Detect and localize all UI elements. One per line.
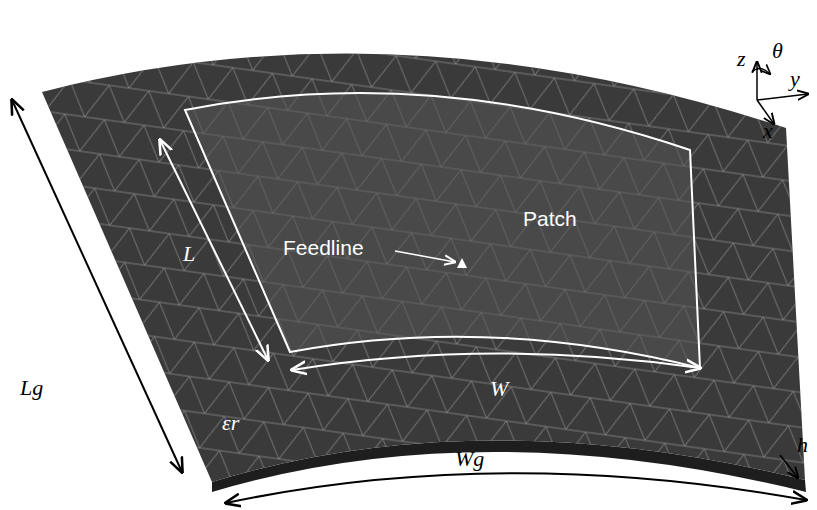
rotation-arrow (752, 68, 770, 74)
feed-point (457, 258, 467, 268)
leader-line (395, 251, 455, 262)
axis-arrow (756, 62, 758, 100)
dimension-label: Lg (20, 377, 43, 399)
feedline-label: Feedline (283, 236, 364, 260)
patch-outline (185, 93, 700, 368)
dimension-label: L (183, 243, 195, 265)
dimension-label: εr (222, 412, 239, 434)
dimension-arrow (160, 140, 268, 360)
dimension-label: z (737, 48, 746, 70)
dimension-arrow (292, 353, 700, 370)
dimension-label: x (763, 120, 773, 142)
dimension-label: Wg (455, 448, 484, 470)
dimension-label: θ (772, 40, 783, 62)
dimension-label: y (790, 68, 800, 90)
patch-label: Patch (523, 207, 577, 231)
dimension-label: h (797, 434, 808, 456)
dimension-label: W (490, 378, 508, 400)
dimension-arrow (226, 473, 806, 503)
dimension-arrow (780, 455, 798, 478)
patch-region: PatchFeedline (185, 62, 700, 372)
dimension-arrow (12, 100, 182, 472)
axis-arrow (757, 94, 808, 100)
